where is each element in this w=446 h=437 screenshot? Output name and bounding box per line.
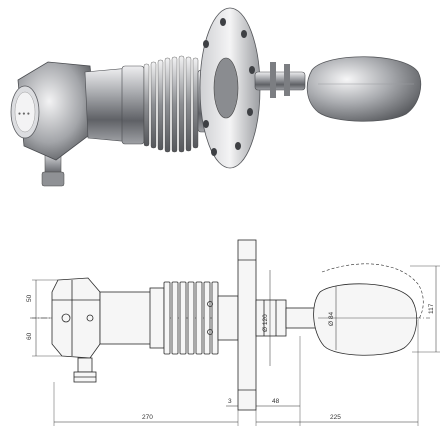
svg-text:● ● ●: ● ● ●: [18, 111, 30, 117]
dim-offset-small: 3: [228, 398, 232, 405]
drawing-float: [313, 283, 418, 356]
dim-float-length: 225: [330, 414, 341, 421]
cooling-fins: [143, 55, 199, 153]
float-ball: [306, 56, 422, 122]
dim-flange-to-pivot: 48: [272, 398, 280, 405]
dim-float-swing: 117: [428, 303, 435, 314]
flange-bolt-holes: [203, 18, 255, 156]
dim-height-upper: 50: [26, 294, 33, 302]
float-level-switch-photo: ● ● ●: [10, 7, 422, 187]
drawing-flange: [237, 239, 257, 411]
drawing-fins: [163, 281, 219, 355]
dimension-labels: 50 60 Ø 120 Ø 84 117 3 48 270 225: [26, 294, 435, 421]
dim-flange-dia: Ø 120: [262, 314, 269, 332]
dim-height-lower: 60: [26, 332, 33, 340]
dim-float-dia: Ø 84: [328, 312, 335, 326]
dim-body-length: 270: [142, 414, 153, 421]
technical-drawing: [30, 239, 440, 426]
